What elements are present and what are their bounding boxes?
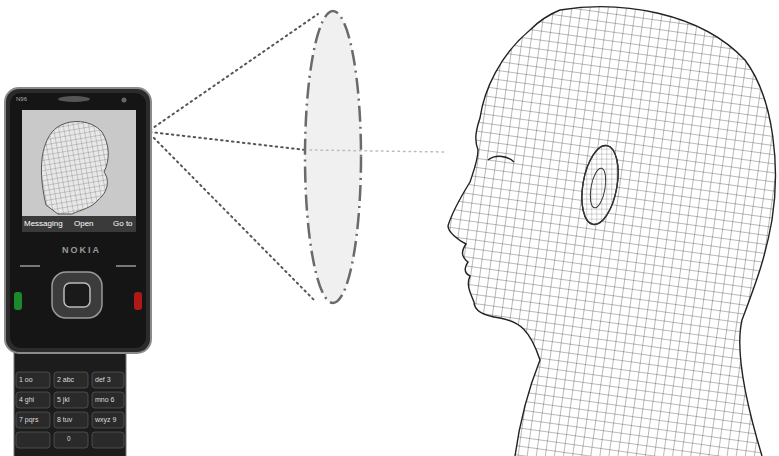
key-label: 2 abc: [57, 376, 74, 383]
wireframe-head: [440, 0, 779, 456]
key-label: 0: [67, 436, 71, 442]
key-label: 4 ghi: [19, 396, 34, 403]
view-cone: [150, 11, 445, 303]
key-label: wxyz 9: [95, 416, 116, 423]
key-label: 1 oo: [19, 376, 33, 383]
brand-logo: NOKIA: [62, 246, 101, 255]
softkey-label: Open: [74, 220, 94, 228]
phone: [5, 88, 151, 456]
softkey-label: Messaging: [24, 220, 63, 228]
key-label: mno 6: [95, 396, 114, 403]
softkey-label: Go to: [113, 220, 133, 228]
key-label: def 3: [95, 376, 111, 383]
model-name: N96: [16, 96, 27, 102]
key-label: 7 pqrs: [19, 416, 38, 423]
key-label: 5 jkl: [57, 396, 69, 403]
key-label: 8 tuv: [57, 416, 72, 423]
